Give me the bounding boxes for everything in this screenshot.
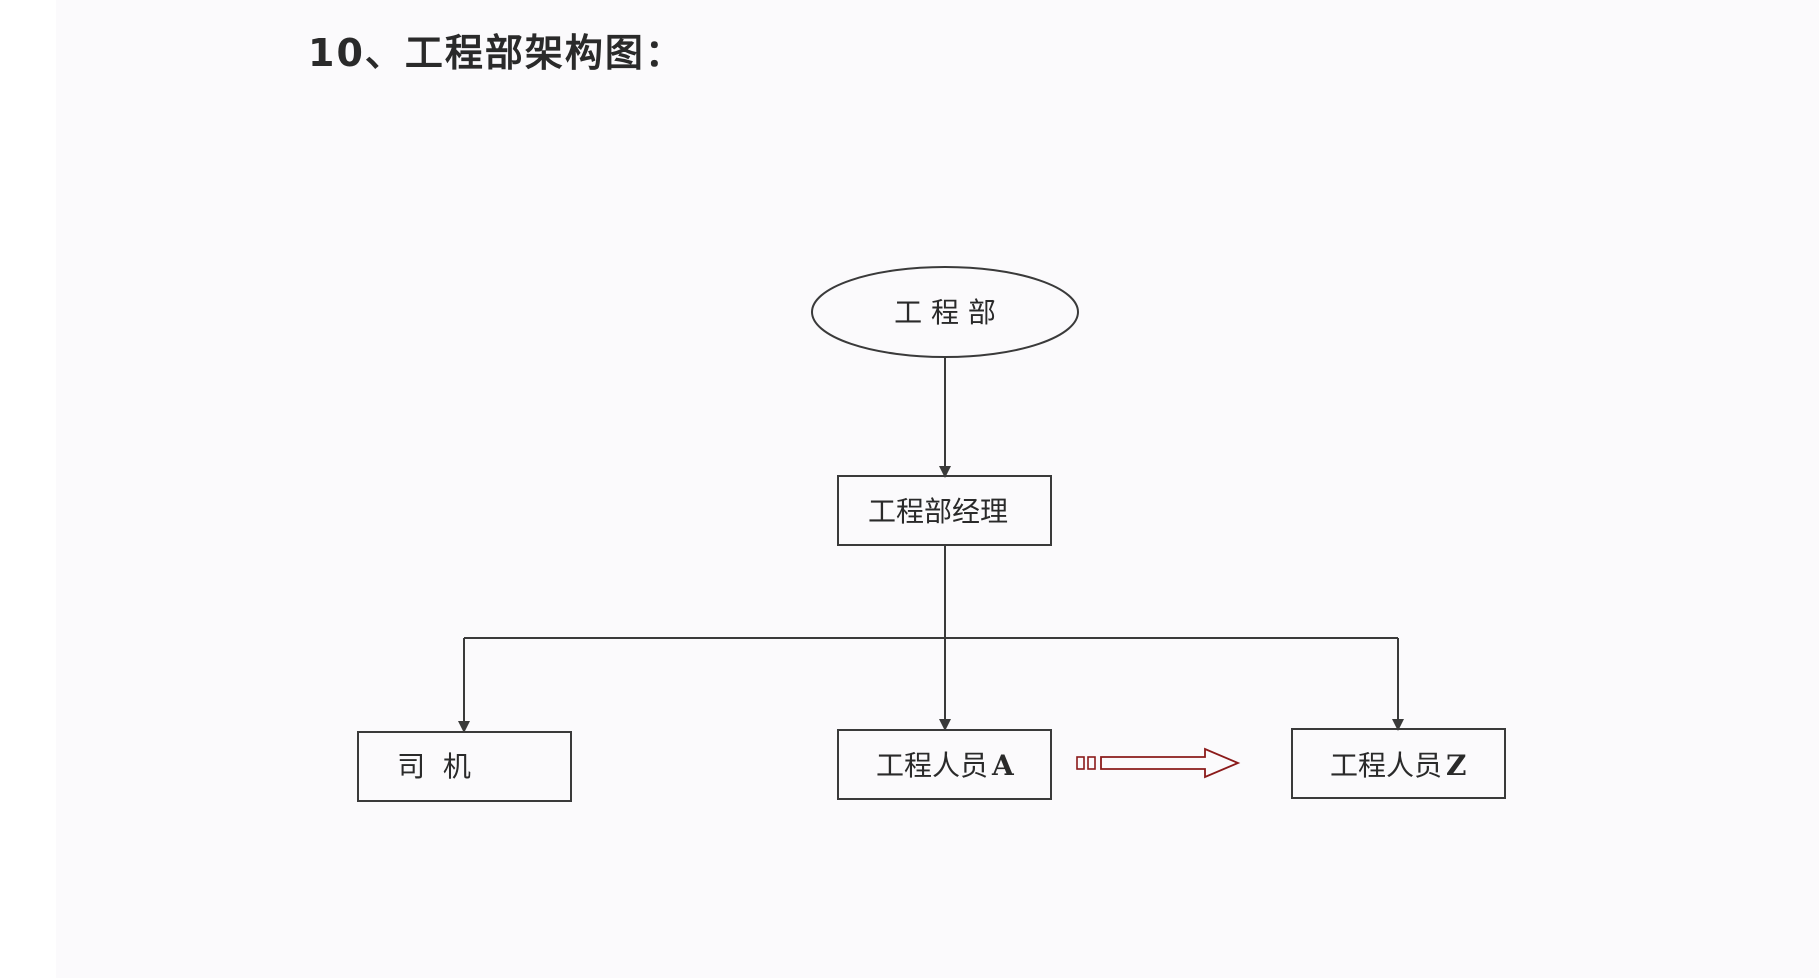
engineer-a-box [837, 729, 1052, 800]
page-margin [0, 0, 56, 978]
node-manager: 工程部经理 [837, 475, 1052, 546]
arrow-dash-1 [1076, 756, 1085, 770]
arrow-body [1100, 747, 1241, 779]
root-label: 工 程 部 [894, 296, 996, 329]
engineer-z-label-suffix: Z [1446, 749, 1466, 782]
driver-label: 司 机 [397, 750, 471, 783]
node-driver: 司 机 [357, 731, 572, 802]
manager-label: 工程部经理 [868, 495, 1008, 528]
engineer-a-label-suffix: A [991, 749, 1015, 782]
engineer-z-box [1291, 728, 1506, 799]
engineer-a-label-text: 工程人员 [876, 749, 988, 782]
driver-box [357, 731, 572, 802]
progression-arrow [1076, 747, 1241, 779]
arrow-dash-2 [1087, 756, 1096, 770]
engineer-z-label-text: 工程人员 [1330, 749, 1442, 782]
page-title: 10、工程部架构图： [308, 31, 685, 75]
node-root: 工 程 部 [811, 266, 1079, 358]
